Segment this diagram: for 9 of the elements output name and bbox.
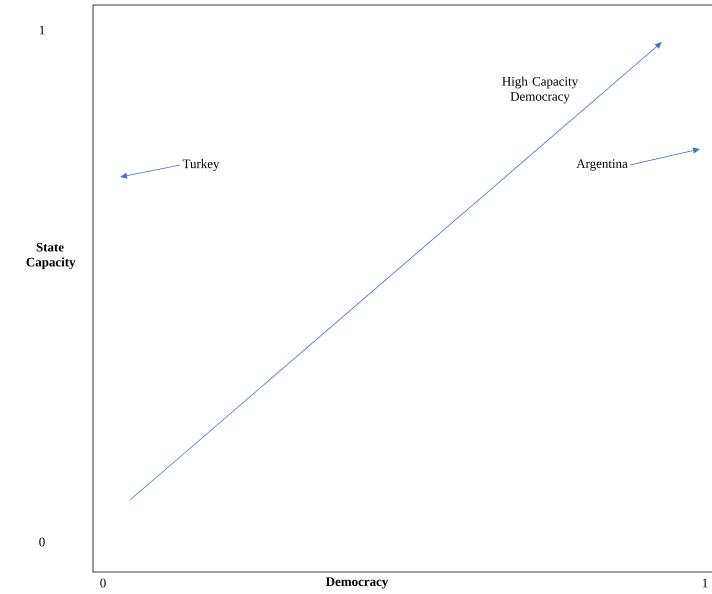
region-label: High Capacity Democracy <box>502 76 578 104</box>
axis-title: State Capacity <box>26 242 76 270</box>
axis-title: Democracy <box>326 577 388 589</box>
country-label: Argentina <box>576 159 628 171</box>
axis-tick-label: 0 <box>39 538 45 546</box>
axis-tick-label: 1 <box>40 26 44 34</box>
axis-tick-label: 1 <box>702 578 708 588</box>
axis-tick-label: 0 <box>100 578 106 588</box>
country-label: Turkey <box>182 159 220 171</box>
